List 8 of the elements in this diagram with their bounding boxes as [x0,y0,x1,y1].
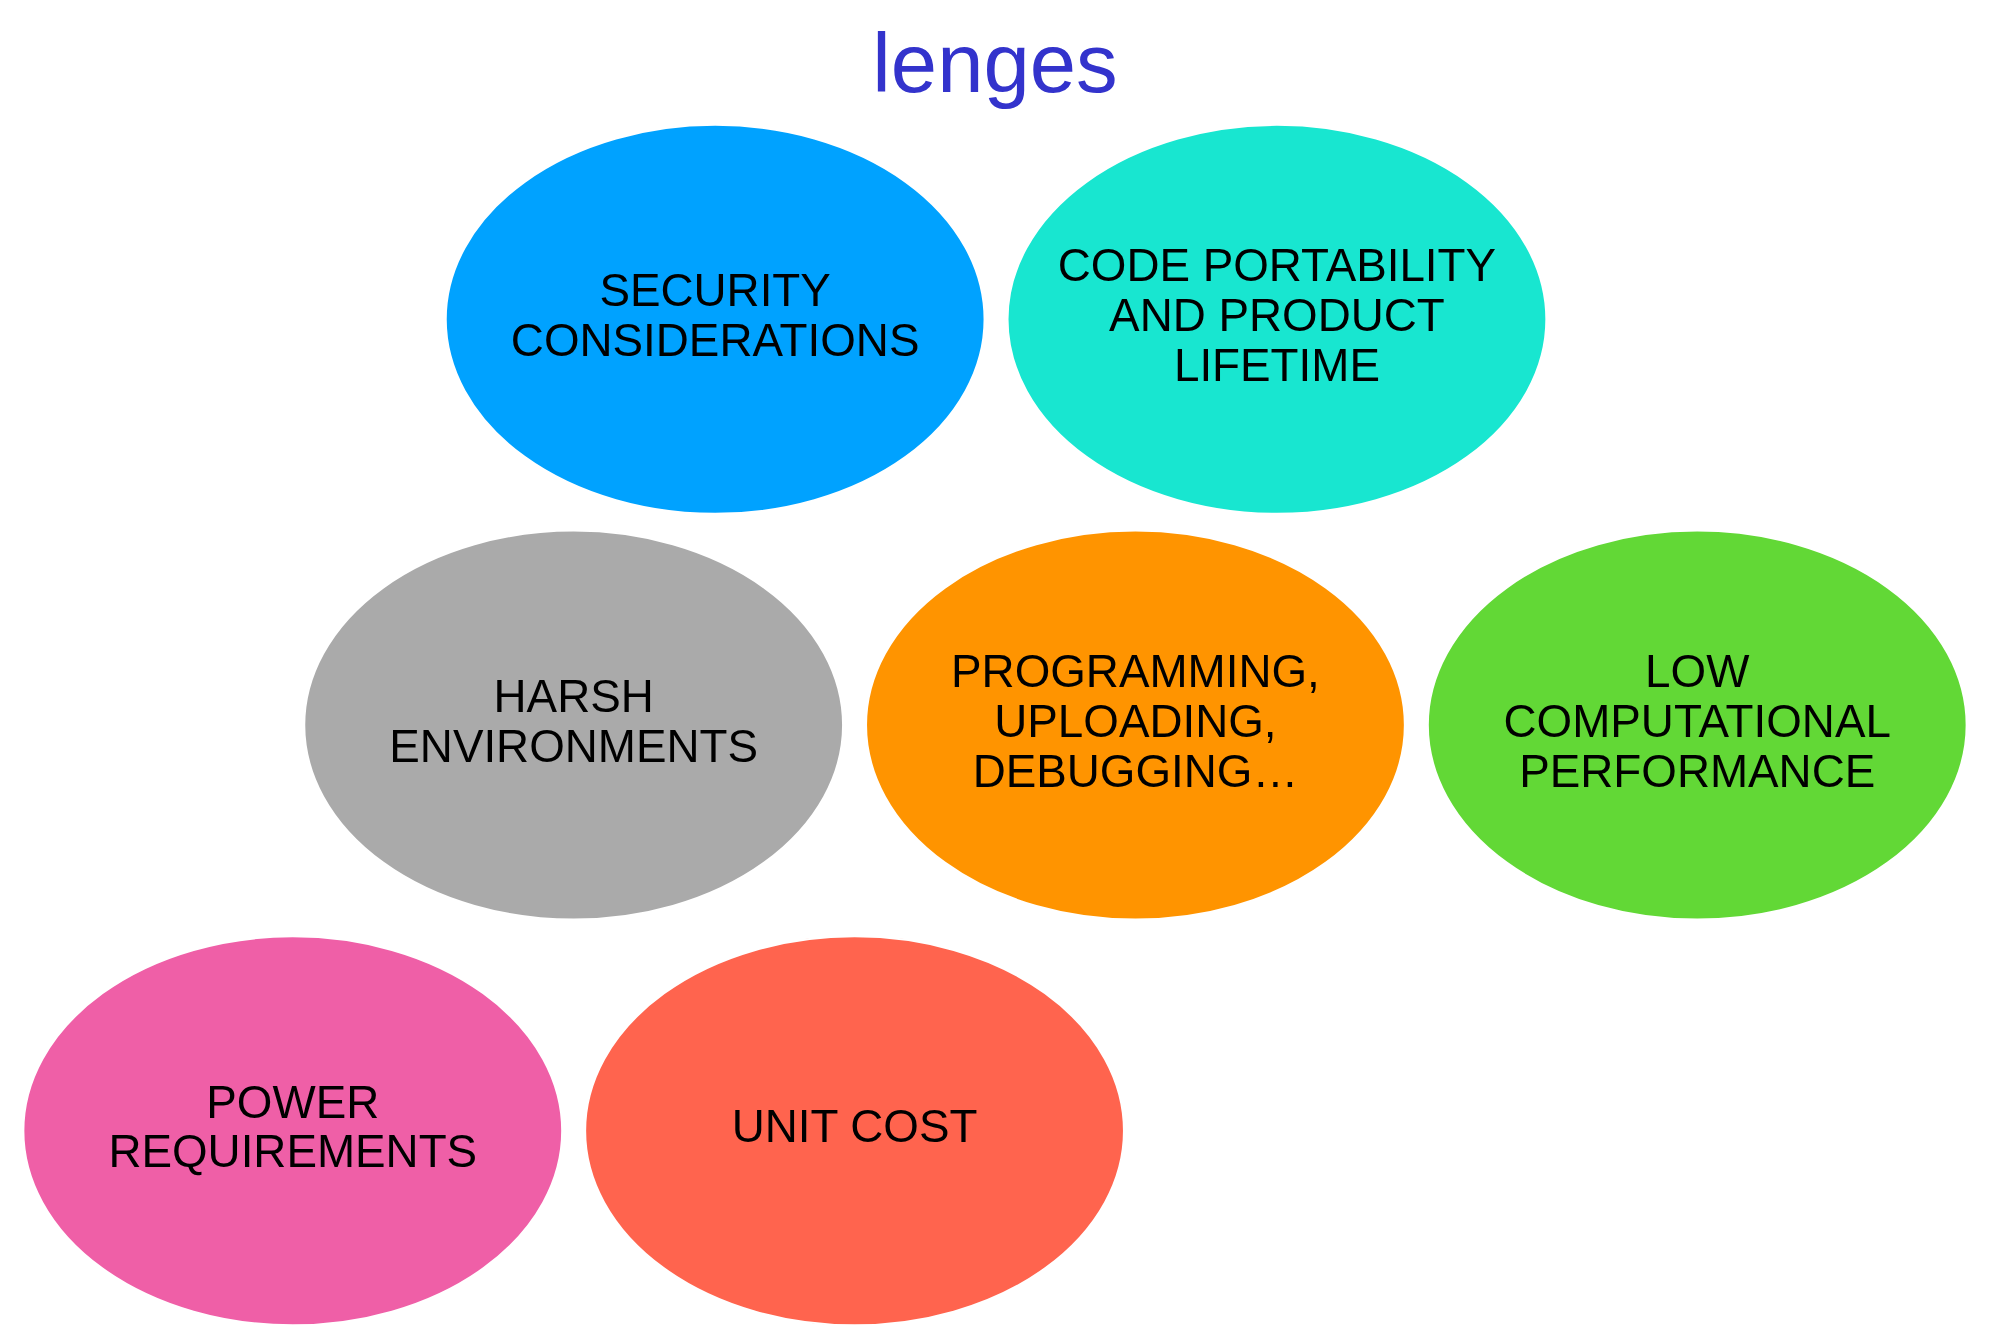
node-ellipse: CODE PORTABILITY AND PRODUCT LIFETIME [1006,123,1548,515]
diagram-title: lenges [872,16,1118,110]
node-ellipse: PROGRAMMING, UPLOADING, DEBUGGING… [864,529,1406,921]
node-ellipse: HARSH ENVIRONMENTS [303,529,845,921]
node-ellipse: UNIT COST [584,935,1126,1327]
node-ellipse: SECURITY CONSIDERATIONS [444,123,986,515]
node-ellipse: LOW COMPUTATIONAL PERFORMANCE [1426,529,1968,921]
node-ellipse: POWER REQUIREMENTS [22,935,564,1327]
